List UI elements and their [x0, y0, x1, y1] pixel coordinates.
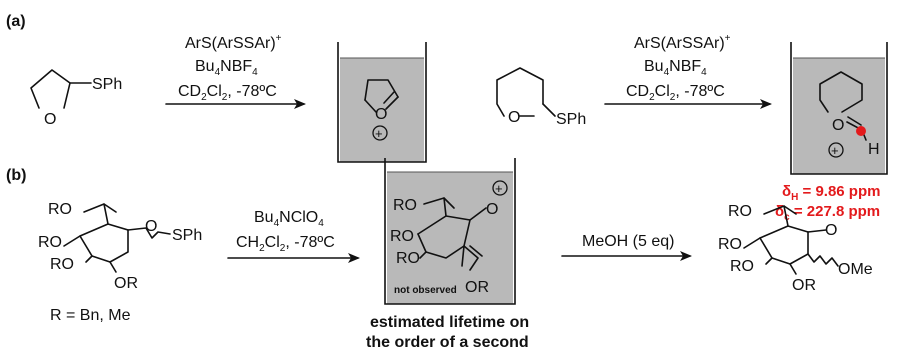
reagent-a1-oxidant: ArS(ArSSAr)+: [185, 33, 282, 52]
glc-ro-4: RO: [38, 234, 62, 251]
reagent-a1-salt: Bu4NBF4: [195, 58, 258, 78]
cation-or-2: OR: [465, 279, 489, 296]
vessel-oxocarbenium-6: O H +: [790, 42, 888, 175]
glc-or-2: OR: [114, 275, 138, 292]
thp-sph-label: SPh: [556, 111, 586, 128]
vessel-glycosyl-cation: RO RO RO OR O + not observed: [384, 158, 516, 305]
glc-ring-oxygen: O: [145, 218, 157, 235]
oxocarbenium-6-hydrogen: H: [868, 141, 880, 158]
glc-ro-6: RO: [48, 201, 72, 218]
thp-ring-oxygen: O: [508, 109, 520, 126]
thf-thioglycoside: O SPh: [30, 69, 122, 128]
oxocarbenium-6-oxygen: O: [832, 117, 844, 134]
reagent-b2: MeOH (5 eq): [582, 233, 674, 250]
lifetime-line-2: the order of a second: [366, 334, 529, 351]
reagent-a2-salt: Bu4NBF4: [644, 58, 707, 78]
glc-ro-3: RO: [50, 256, 74, 273]
reagent-a1-solvent: CD2Cl2, -78ºC: [178, 83, 277, 103]
oxocarbenium-6-charge: +: [831, 143, 839, 158]
oxocarbenium-5-charge: +: [375, 126, 383, 141]
product-ome-label: OMe: [838, 261, 873, 278]
reagent-b1-solvent: CH2Cl2, -78ºC: [236, 234, 335, 254]
reagent-a2-oxidant: ArS(ArSSAr)+: [634, 33, 731, 52]
carbenium-carbon-highlight: [856, 126, 866, 136]
product-ro-4: RO: [718, 236, 742, 253]
nmr-carbon-shift: δc = 227.8 ppm: [775, 203, 880, 223]
thf-ring-oxygen: O: [44, 111, 56, 128]
product-or-2: OR: [792, 277, 816, 294]
arrow-a1: ArS(ArSSAr)+ Bu4NBF4 CD2Cl2, -78ºC: [165, 33, 306, 109]
thf-sph-label: SPh: [92, 76, 122, 93]
panel-label-a: (a): [6, 13, 26, 30]
cation-ro-6: RO: [393, 197, 417, 214]
cation-ring-oxygen: O: [486, 201, 498, 218]
arrow-b2: MeOH (5 eq): [561, 233, 692, 261]
product-ro-6: RO: [728, 203, 752, 220]
methyl-glycoside-product: RO RO RO OR O OMe: [718, 203, 873, 294]
glucosyl-thioglycoside: RO RO RO OR O SPh: [38, 201, 202, 292]
glc-sph-label: SPh: [172, 227, 202, 244]
panel-label-b: (b): [6, 167, 26, 184]
not-observed-label: not observed: [394, 285, 457, 296]
reagent-b1-salt: Bu4NClO4: [254, 209, 324, 229]
cation-ro-3: RO: [396, 250, 420, 267]
cation-charge: +: [495, 181, 503, 196]
cation-ro-4: RO: [390, 228, 414, 245]
r-group-definition: R = Bn, Me: [50, 307, 131, 324]
oxocarbenium-5-oxygen: O: [375, 106, 387, 123]
vessel-oxocarbenium-5: O +: [337, 42, 427, 163]
product-ro-3: RO: [730, 258, 754, 275]
thp-thioglycoside: O SPh: [496, 67, 586, 128]
arrow-b1: Bu4NClO4 CH2Cl2, -78ºC: [227, 209, 360, 263]
lifetime-line-1: estimated lifetime on: [370, 314, 529, 331]
arrow-a2: ArS(ArSSAr)+ Bu4NBF4 CD2Cl2, -78ºC: [604, 33, 772, 109]
product-ring-oxygen: O: [825, 222, 837, 239]
nmr-proton-shift: δH = 9.86 ppm: [782, 183, 880, 203]
reagent-a2-solvent: CD2Cl2, -78ºC: [626, 83, 725, 103]
